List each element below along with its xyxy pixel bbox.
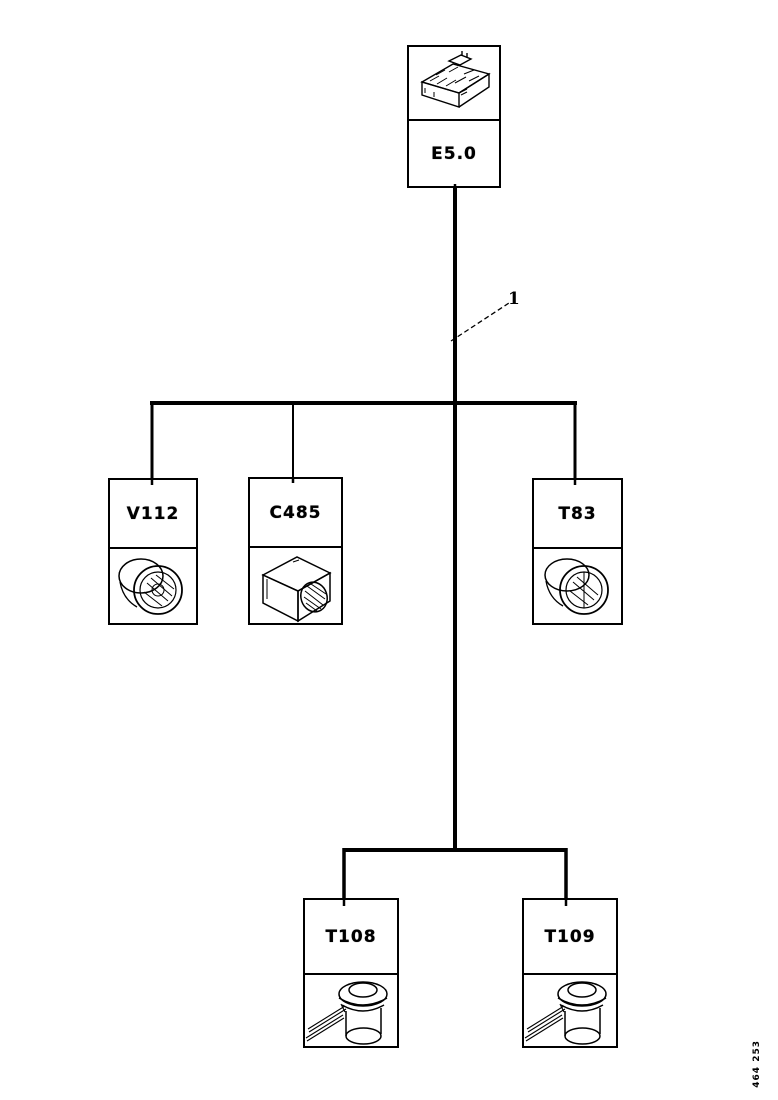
sensor-connector-icon xyxy=(305,980,388,1045)
node-image-t108 xyxy=(305,975,397,1046)
round-connector-icon xyxy=(543,558,609,615)
node-label-e50: E5.0 xyxy=(431,143,477,164)
doc-number: 464 253 xyxy=(752,1040,762,1088)
round-connector-icon xyxy=(118,558,183,615)
harness-trunk-and-branches xyxy=(150,186,577,901)
node-box-t83: T83 xyxy=(532,478,623,625)
sensor-connector-icon xyxy=(524,980,607,1045)
node-label-t109: T109 xyxy=(524,900,616,975)
node-label-v112: V112 xyxy=(110,480,196,549)
node-image-t109 xyxy=(524,975,616,1046)
node-box-t108: T108 xyxy=(303,898,399,1048)
node-box-c485: C485 xyxy=(248,477,343,625)
callout-leader-line xyxy=(450,302,510,342)
node-image-e50 xyxy=(409,47,499,121)
node-image-v112 xyxy=(110,549,196,623)
node-image-t83 xyxy=(534,549,621,623)
node-label-t108: T108 xyxy=(305,900,397,975)
callout-1-label: 1 xyxy=(508,289,520,309)
node-image-c485 xyxy=(250,548,341,623)
node-box-t109: T109 xyxy=(522,898,618,1048)
node-box-v112: V112 xyxy=(108,478,198,625)
node-label-t83: T83 xyxy=(534,480,621,549)
control-unit-icon xyxy=(420,51,491,108)
node-label-c485: C485 xyxy=(250,479,341,548)
cube-connector-icon xyxy=(260,555,332,622)
node-box-e50: E5.0 xyxy=(407,45,501,188)
